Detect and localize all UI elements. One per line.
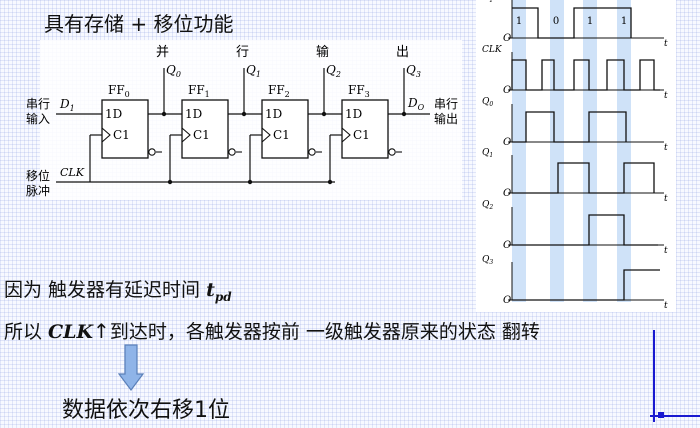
d-pin-label: 1D: [105, 107, 122, 121]
zero-label: O: [503, 240, 511, 251]
bit-label: 0: [553, 16, 559, 27]
result-text: 数据依次右移1位: [62, 398, 230, 423]
bit-label: 1: [516, 16, 522, 27]
c-pin-label: C1: [273, 128, 290, 142]
shift-register-circuit: 串行 输入 D1 FF01DC1Q0并FF11DC1Q1行FF21DC1Q2输F…: [26, 40, 462, 200]
t-axis-label: t: [664, 39, 668, 49]
clk-text: CLK: [48, 321, 94, 343]
serial-out-label-1: 串行: [434, 97, 458, 111]
tpd-symbol: tpd: [206, 279, 232, 304]
ff-name: FF1: [188, 83, 210, 99]
parallel-output-char: 输: [316, 44, 329, 60]
shift-pulse-label-2: 脉冲: [26, 183, 50, 198]
rising-edge-arrow: ↑: [93, 319, 110, 343]
signal-label: Q3: [482, 255, 493, 266]
signal-label: CLK: [482, 45, 503, 55]
signal-label: D1: [481, 0, 493, 4]
t-axis-label: t: [664, 91, 668, 101]
zero-label: O: [503, 295, 511, 306]
parallel-output-char: 行: [236, 45, 249, 60]
t-axis-label: t: [664, 194, 668, 204]
so-rest: 到达时，各触发器按前 一级触发器原来的状态 翻转: [109, 321, 540, 343]
shift-pulse-label-1: 移位: [26, 168, 50, 183]
zero-label: O: [503, 137, 511, 148]
ff-name: FF3: [348, 83, 370, 99]
signal-label: Q2: [482, 200, 493, 211]
so-line: 所以 CLK↑到达时，各触发器按前 一级触发器原来的状态 翻转: [4, 317, 540, 344]
serial-in-label-1: 串行: [26, 97, 50, 111]
signal-label: Q1: [482, 148, 493, 159]
bit-label: 1: [587, 16, 593, 27]
c-pin-label: C1: [193, 128, 210, 142]
reason-prefix: 因为 触发器有延迟时间: [4, 279, 207, 301]
signal-d1: Ot D1: [481, 0, 668, 49]
ff-name: FF2: [268, 83, 290, 99]
t-axis-label: t: [664, 301, 668, 311]
bit-label: 1: [621, 16, 627, 27]
c-pin-label: C1: [353, 128, 370, 142]
serial-in-label-2: 输入: [26, 111, 50, 126]
reason-line: 因为 触发器有延迟时间 tpd: [4, 275, 232, 304]
so-prefix: 所以: [4, 321, 49, 343]
slide-nav-decoration: [650, 330, 700, 422]
d-pin-label: 1D: [345, 107, 362, 121]
signal-label: Q0: [482, 97, 493, 108]
d-pin-label: 1D: [185, 107, 202, 121]
c-pin-label: C1: [113, 128, 130, 142]
serial-out-label-2: 输出: [434, 111, 458, 126]
clk-label: CLK: [60, 166, 85, 179]
zero-label: O: [503, 33, 511, 44]
parallel-output-char: 并: [156, 45, 169, 60]
ff-name: FF0: [108, 83, 130, 99]
slide-title: 具有存储 + 移位功能: [44, 12, 234, 36]
d-pin-label: 1D: [265, 107, 282, 121]
t-axis-label: t: [664, 246, 668, 256]
down-arrow-icon: [118, 344, 144, 391]
timing-diagram: OtD1OtCLKOtQ0OtQ1OtQ2OtQ31011: [476, 0, 676, 312]
parallel-output-char: 出: [396, 45, 409, 60]
t-axis-label: t: [664, 143, 668, 153]
zero-label: O: [503, 85, 511, 96]
zero-label: O: [503, 188, 511, 199]
